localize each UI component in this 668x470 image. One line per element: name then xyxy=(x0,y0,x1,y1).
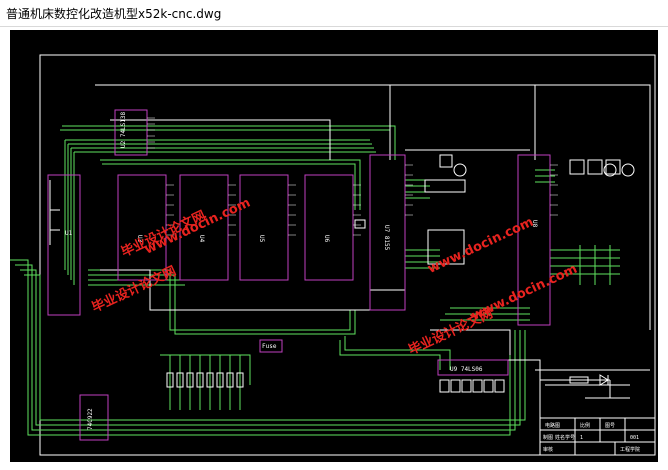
chip-label-u3: U3 xyxy=(136,235,143,243)
chip-label-u4: U4 xyxy=(198,235,205,243)
title-block-id-field: 学号 xyxy=(565,434,575,441)
title-block-scale-value: 1 xyxy=(580,435,583,441)
title-block-name-field: 姓名 xyxy=(555,434,565,441)
title-bar: 普通机床数控化改造机型x52k-cnc.dwg xyxy=(0,0,668,27)
cad-drawing-canvas[interactable]: U2 74LS138 U1 U3 U4 U5 U6 U7 8155 U8 U9 … xyxy=(10,30,658,462)
title-block-reviewer: 审核 xyxy=(543,446,553,453)
chip-label-u1: U1 xyxy=(65,230,73,237)
chip-label-u5: U5 xyxy=(258,235,265,243)
title-block: 电路图 比例 图号 1 001 制图 姓名 学号 审核 工程学院 xyxy=(539,417,656,456)
schematic-svg: U2 74LS138 U1 U3 U4 U5 U6 U7 8155 U8 U9 … xyxy=(10,54,656,456)
chip-label-u7: U7 8155 xyxy=(383,225,390,251)
chip-outlines xyxy=(47,109,551,441)
drawing-frame xyxy=(39,54,656,456)
title-block-scale-label: 比例 xyxy=(580,422,590,429)
watermark-url-2: www.docin.com xyxy=(426,215,536,277)
watermark-site-2: 毕业设计论文网 xyxy=(89,263,178,316)
title-block-drawing-no-value: 001 xyxy=(630,435,639,441)
title-block-draftsman: 制图 xyxy=(543,434,553,441)
chip-label-u9: U9 74LS06 xyxy=(450,366,483,373)
label-fuse: Fuse xyxy=(262,343,277,350)
title-block-drawing-no-label: 图号 xyxy=(605,423,615,429)
title-block-name: 电路图 xyxy=(545,422,560,429)
chip-labels: U2 74LS138 U1 U3 U4 U5 U6 U7 8155 U8 U9 … xyxy=(65,111,538,430)
title-block-school: 工程学院 xyxy=(620,446,640,453)
chip-pins xyxy=(147,117,558,236)
window-title: 普通机床数控化改造机型x52k-cnc.dwg xyxy=(6,6,222,21)
inverter-outputs xyxy=(439,379,505,393)
resistor-ladder xyxy=(166,372,244,388)
components xyxy=(354,154,635,265)
chip-label-u8: U8 xyxy=(531,220,538,228)
chip-label-u2: U2 74LS138 xyxy=(120,111,127,148)
chip-label-u6: U6 xyxy=(323,235,330,243)
wire-bus xyxy=(10,125,620,436)
diode-circuit xyxy=(569,374,630,399)
chip-label-keypad: 74C922 xyxy=(87,408,94,430)
